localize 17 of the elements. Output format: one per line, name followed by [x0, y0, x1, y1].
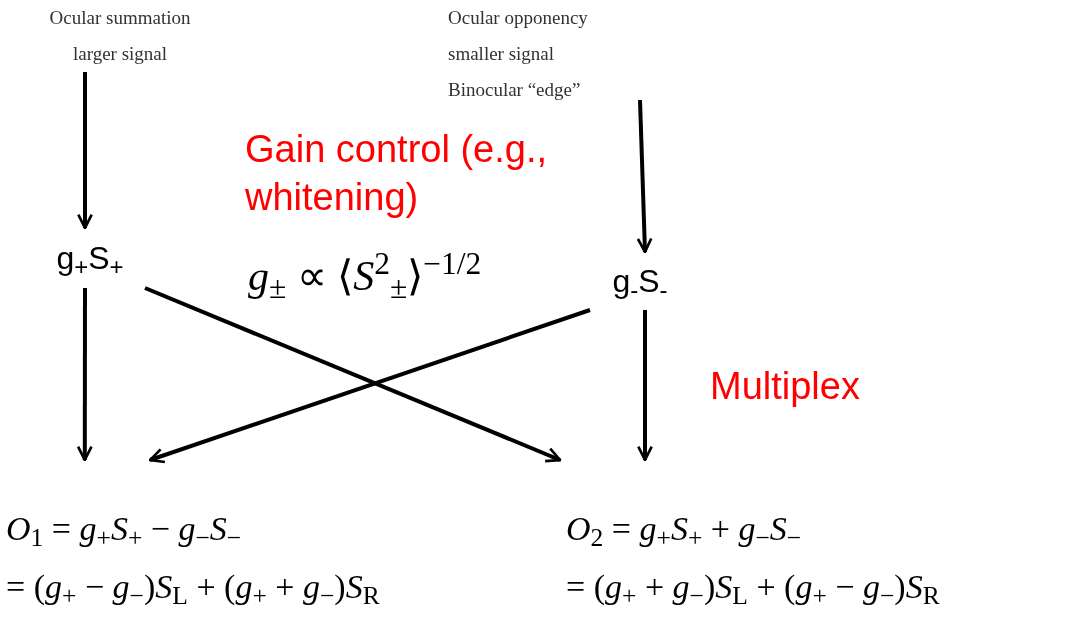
- equation: = (g$_{+}$ + g$_{−}$)S$_{L}$ + (g$_{+}$ − g$_{−}$)S$_{R}$: [566, 567, 940, 613]
- arrow: [76, 288, 93, 462]
- arrow: [636, 99, 653, 254]
- annotation: Gain control (e.g., whitening): [245, 127, 549, 220]
- signal-term: g$_{+}$S$_{+}$: [35, 228, 145, 288]
- equation: = (g$_{+}$ − g$_{−}$)S$_{L}$ + (g$_{+}$ + g$_{−}$)S$_{R}$: [6, 567, 380, 613]
- equation: O$_{1}$ = g$_{+}$S$_{+}$ − g$_{−}$S$_{−}$: [6, 509, 242, 555]
- arrow: [77, 72, 93, 230]
- equation: O$_{2}$ = g$_{+}$S$_{+}$ + g$_{−}$S$_{−}$: [566, 509, 802, 555]
- arrow: [144, 286, 562, 463]
- formula: g$_{±}$ ∝ ⟨S$^{2}$$_{±}$⟩$^{−1/2}$: [248, 245, 483, 307]
- annotation: Multiplex: [710, 364, 861, 409]
- arrow: [148, 308, 591, 464]
- arrow: [637, 310, 653, 462]
- signal-description: Ocular summation larger signal: [20, 0, 220, 72]
- signal-description: Ocular opponency smaller signal Binocular “edge”: [440, 0, 640, 100]
- signal-term: g$_{-}$S$_{-}$: [590, 252, 690, 310]
